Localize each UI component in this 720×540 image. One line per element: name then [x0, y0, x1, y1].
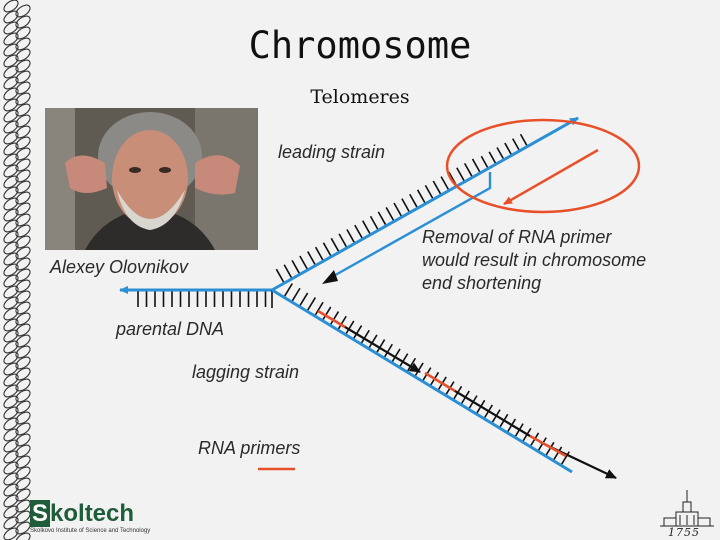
leading-base-pair — [512, 138, 521, 152]
leading-base-pair — [291, 259, 301, 275]
leading-base-pair — [354, 224, 364, 240]
leading-daughter-strand — [329, 172, 492, 280]
primer-removal-arrow — [503, 148, 599, 206]
slide-title: Chromosome — [248, 24, 472, 67]
leading-base-pair — [283, 264, 293, 280]
lagging-base-pair — [352, 325, 363, 340]
leading-base-pair — [409, 193, 419, 209]
leading-template-strand — [271, 116, 579, 292]
skoltech-logo-mark: S — [30, 500, 51, 527]
lagging-template-strand — [271, 288, 573, 474]
leading-base-pair — [463, 162, 474, 178]
label-rna-primers: RNA primers — [198, 438, 301, 458]
leading-base-pair — [440, 176, 450, 191]
leading-base-pair — [424, 185, 434, 200]
label-lagging-strain: lagging strain — [192, 362, 300, 382]
leading-base-pair — [346, 229, 356, 244]
lagging-base-pair — [306, 297, 317, 312]
lagging-base-pair — [298, 292, 309, 308]
university-crest-icon — [660, 490, 714, 527]
lagging-base-pair — [314, 301, 324, 317]
leading-base-pair — [416, 189, 427, 205]
lagging-primer-3 — [529, 434, 567, 458]
lagging-base-pair — [344, 320, 355, 336]
lagging-primer-2 — [424, 371, 456, 393]
leading-base-pair — [456, 167, 466, 183]
lagging-base-pair — [283, 283, 293, 298]
skoltech-logo-word: Skoltech — [30, 500, 150, 527]
leading-base-pair — [330, 237, 340, 253]
lagging-base-pair — [375, 339, 386, 354]
slide-subtitle: Telomeres — [310, 86, 410, 108]
label-removal-line-1: Removal of RNA primer — [422, 227, 612, 247]
label-leading-strain: leading strain — [278, 142, 386, 162]
lagging-base-pair — [337, 315, 347, 331]
leading-base-pair — [299, 255, 309, 271]
lagging-base-pair — [552, 446, 563, 462]
lagging-base-pair — [560, 451, 570, 466]
leading-base-pair — [369, 215, 380, 231]
lagging-base-pair — [367, 334, 378, 350]
leading-base-pair — [377, 211, 387, 227]
leading-base-pair — [401, 198, 411, 213]
leading-base-pair — [275, 268, 285, 284]
leading-base-pair — [432, 180, 442, 196]
leading-base-pair — [488, 151, 497, 165]
leading-base-pair — [307, 251, 317, 266]
label-removal-note: Removal of RNA primer would result in ch… — [422, 226, 646, 295]
lagging-base-pair — [544, 441, 555, 457]
photo-caption: Alexey Olovnikov — [50, 257, 189, 277]
portrait-photo — [45, 108, 258, 250]
leading-base-pair — [338, 233, 348, 249]
leading-base-pair — [314, 246, 325, 262]
leading-base-pair — [393, 202, 403, 218]
telomere-highlight-ellipse — [445, 118, 641, 214]
leading-base-pair — [385, 207, 395, 222]
crest-year: 1755 — [668, 526, 700, 539]
label-removal-line-3: end shortening — [422, 273, 542, 293]
lagging-base-pair — [329, 311, 340, 326]
label-removal-line-2: would result in chromosome — [422, 250, 647, 270]
lagging-base-pair — [360, 329, 370, 345]
leading-base-pair — [471, 158, 482, 174]
leading-daughter-arrowhead — [322, 270, 338, 284]
lagging-base-pair — [398, 353, 409, 368]
leading-base-pair — [361, 220, 372, 236]
skoltech-tagline: Skolkovo Institute of Science and Techno… — [30, 528, 151, 534]
lagging-base-pair — [290, 287, 301, 303]
leading-base-pair — [519, 133, 529, 147]
lagging-base-pair — [537, 437, 547, 452]
skoltech-logo: Skoltech Skolkovo Institute of Science a… — [30, 500, 151, 534]
skoltech-logo-rest: koltech — [50, 500, 135, 527]
label-parental-dna: parental DNA — [116, 319, 225, 339]
leading-base-pair — [322, 242, 332, 258]
lagging-base-pair — [321, 306, 332, 322]
leading-base-pair — [480, 155, 489, 169]
lagging-base-pair — [383, 343, 393, 359]
leading-base-pair — [504, 142, 513, 156]
lagging-base-pair — [391, 348, 401, 364]
ornamental-border — [3, 0, 31, 540]
lagging-primer-1 — [317, 309, 346, 329]
leading-base-pair — [496, 147, 505, 161]
